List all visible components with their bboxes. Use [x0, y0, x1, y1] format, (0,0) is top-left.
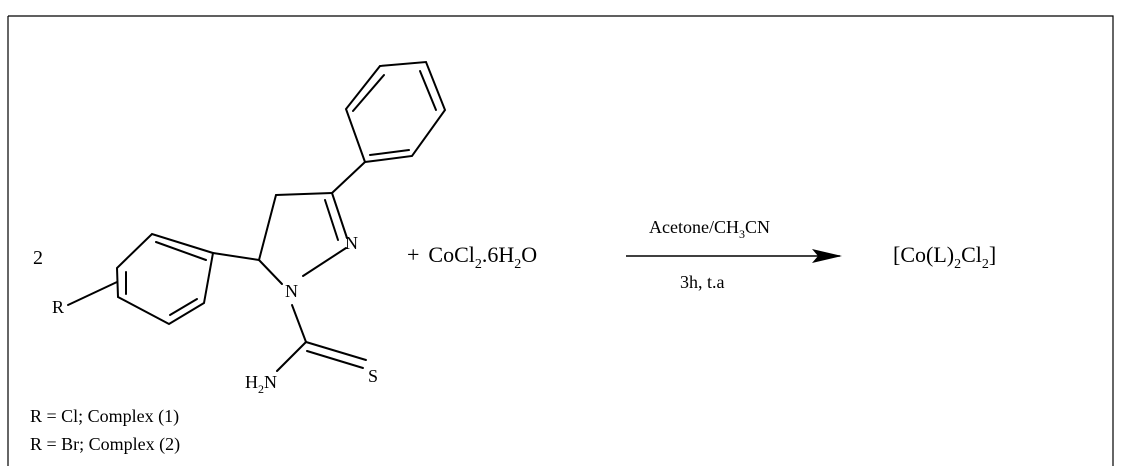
- product-formula: [Co(L)2Cl2]: [893, 242, 996, 272]
- pyrazoline-ligand-structure: N N S R H2N: [52, 60, 447, 396]
- atom-label-sulfur: S: [368, 366, 378, 386]
- bond-phenyl-c3: [331, 161, 366, 194]
- top-phenyl-ring: [344, 60, 447, 164]
- pyrazoline-ring: [258, 192, 348, 285]
- atom-label-n-amide: N: [285, 281, 298, 301]
- reaction-conditions-time: 3h, t.a: [680, 272, 725, 292]
- reaction-conditions-solvent: Acetone/CH3CN: [649, 217, 770, 241]
- atom-label-r-group: R: [52, 297, 64, 317]
- legend-line-1: R = Cl; Complex (1): [30, 406, 179, 427]
- atom-label-amine: H2N: [245, 372, 277, 396]
- thioamide-group: [276, 304, 367, 372]
- legend-line-2: R = Br; Complex (2): [30, 434, 180, 455]
- atom-label-n-imine: N: [345, 233, 358, 253]
- reagent-formula: +CoCl2.6H2O: [407, 242, 537, 272]
- reaction-arrow: [626, 249, 842, 263]
- scheme-frame: [7, 15, 1114, 466]
- bond-ring-aryl: [212, 252, 260, 261]
- aryl-ring: [115, 232, 215, 326]
- stoichiometric-coefficient: 2: [33, 247, 43, 269]
- bond-aryl-r: [67, 281, 118, 306]
